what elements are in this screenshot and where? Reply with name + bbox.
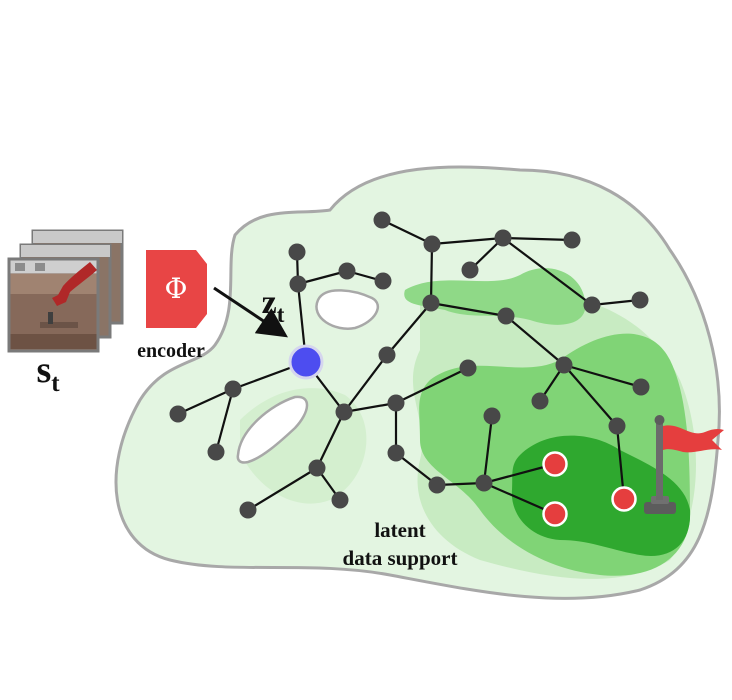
node [483, 407, 501, 425]
goal-node [542, 501, 568, 527]
node [308, 459, 326, 477]
edge [342, 401, 398, 414]
node [169, 405, 187, 423]
edge [482, 414, 494, 485]
edge [504, 314, 566, 367]
graph-edges [176, 218, 643, 516]
node [423, 235, 441, 253]
goal-node [542, 451, 568, 477]
node [459, 359, 477, 377]
node [563, 231, 581, 249]
node [288, 243, 306, 261]
edge [501, 236, 574, 242]
node [475, 474, 493, 492]
flag-base [644, 502, 676, 514]
node [207, 443, 225, 461]
encoder-symbol: Φ [165, 272, 188, 305]
edge [482, 481, 557, 516]
edge [214, 387, 235, 454]
encoder-shape [146, 250, 207, 328]
robot-frame-icon [7, 257, 100, 353]
edge [562, 363, 643, 389]
node [331, 491, 349, 509]
edge [501, 236, 594, 307]
encode-arrow [213, 286, 288, 338]
encoder-label: encoder [137, 340, 205, 362]
node [373, 211, 391, 229]
edge [385, 301, 433, 357]
hole-left [236, 395, 309, 464]
flag-cloth [663, 425, 724, 453]
node [428, 476, 446, 494]
edge [246, 466, 319, 512]
edge [176, 387, 235, 416]
node [494, 229, 512, 247]
node [422, 294, 440, 312]
node [378, 346, 396, 364]
region-light-top [404, 268, 586, 325]
node [289, 275, 307, 293]
goal-nodes [542, 451, 637, 527]
flag-icon [644, 415, 724, 514]
latent-support-region [114, 165, 721, 600]
node [632, 378, 650, 396]
node [374, 272, 392, 290]
robot-arm [52, 262, 97, 306]
goal-node [611, 486, 637, 512]
node [461, 261, 479, 279]
support-label-line1: latent [374, 518, 425, 542]
node [583, 296, 601, 314]
observation-frames [7, 229, 124, 353]
edge [430, 236, 505, 246]
graph-nodes [169, 211, 650, 519]
node [338, 262, 356, 280]
node [224, 380, 242, 398]
node [335, 403, 353, 421]
node [239, 501, 257, 519]
encoder-block: Φ encoder [137, 250, 207, 362]
current-latent-node [288, 344, 324, 380]
edge [429, 242, 434, 305]
support-label-line2: data support [343, 546, 458, 570]
edge [380, 218, 434, 246]
node [608, 417, 626, 435]
edge [315, 410, 346, 470]
node [387, 394, 405, 412]
edge [394, 366, 470, 405]
edge [342, 353, 389, 414]
hole-top [315, 289, 379, 330]
edge [562, 363, 619, 428]
flag-knob [654, 415, 665, 425]
flag-pole [656, 420, 663, 500]
state-label: st [36, 349, 60, 397]
node [555, 356, 573, 374]
edge [429, 301, 508, 318]
node [387, 444, 405, 462]
edge [394, 451, 439, 487]
node [631, 291, 649, 309]
node [497, 307, 515, 325]
node [531, 392, 549, 410]
